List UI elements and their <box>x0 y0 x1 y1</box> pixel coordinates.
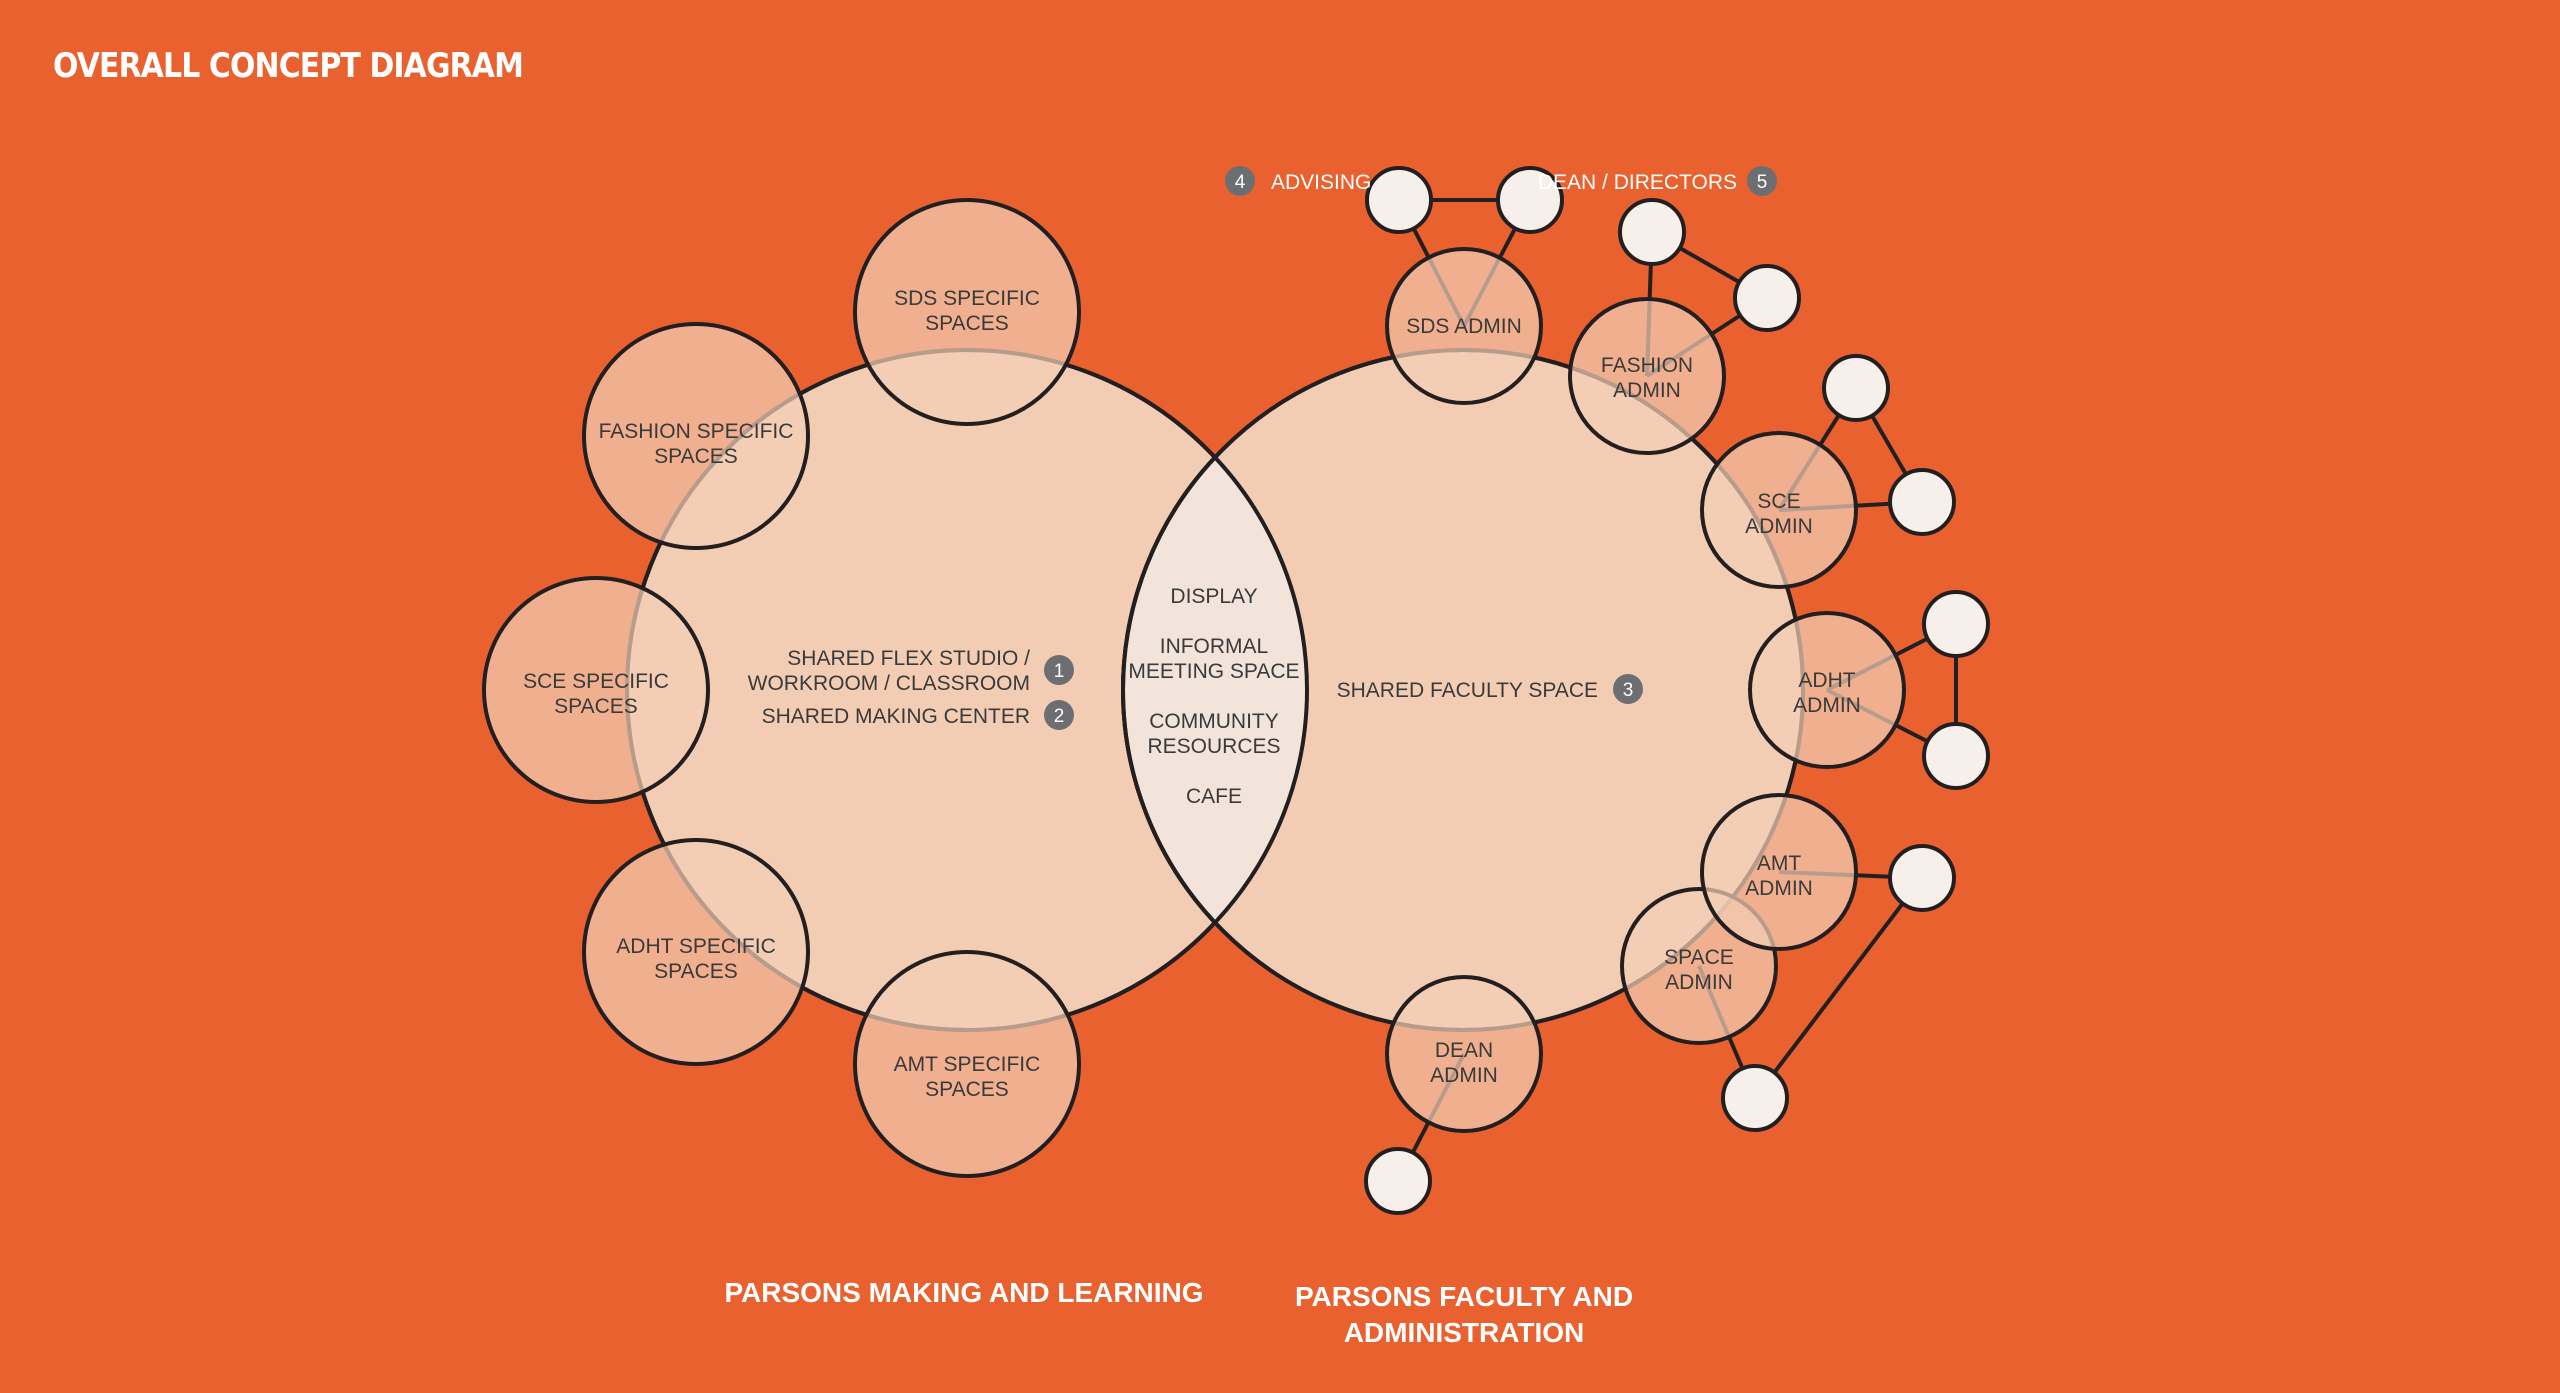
satellite-adht-specific: ADHT SPECIFIC SPACES <box>582 838 810 1066</box>
diagram-label: MEETING SPACE <box>1128 660 1299 683</box>
diagram-label: INFORMAL <box>1160 635 1269 658</box>
small-node <box>1922 722 1990 790</box>
diagram-label: SPACE <box>1664 946 1734 969</box>
connector-line <box>1753 876 1924 1100</box>
badge-number: 4 <box>1235 172 1246 193</box>
small-nodes <box>1364 166 1990 1215</box>
small-node <box>1733 264 1801 332</box>
making-items: SHARED FLEX STUDIO / WORKROOM / CLASSROO… <box>748 647 1074 730</box>
diagram-label: ADMIN <box>1745 515 1813 538</box>
badge-number: 2 <box>1054 706 1065 727</box>
callout-label: ADVISING <box>1271 171 1371 194</box>
diagram-label: SDS ADMIN <box>1406 315 1522 338</box>
diagram-label: SPACES <box>654 960 738 983</box>
diagram-label: SPACES <box>925 1078 1009 1101</box>
diagram-label: SPACES <box>554 695 638 718</box>
small-node <box>1888 844 1956 912</box>
badge-number: 3 <box>1623 680 1634 701</box>
small-node <box>1822 354 1890 422</box>
diagram-label: AMT SPECIFIC <box>894 1053 1041 1076</box>
diagram-label: ADMIN <box>1430 1064 1498 1087</box>
callout-dean-directors: DEAN / DIRECTORS 5 <box>1538 166 1777 196</box>
faculty-items: SHARED FACULTY SPACE 3 <box>1337 674 1643 704</box>
diagram-label: ADHT SPECIFIC <box>616 935 775 958</box>
diagram-label: SPACES <box>925 312 1009 335</box>
overlap-items: DISPLAY INFORMAL MEETING SPACE COMMUNITY… <box>1128 585 1299 808</box>
small-node <box>1365 166 1433 234</box>
badge-number: 1 <box>1054 661 1065 682</box>
small-node <box>1721 1064 1789 1132</box>
diagram-label: DEAN <box>1435 1039 1493 1062</box>
callout-label: DEAN / DIRECTORS <box>1538 171 1737 194</box>
satellite-fashion-specific: FASHION SPECIFIC SPACES <box>582 322 810 550</box>
diagram-label: DISPLAY <box>1170 585 1257 608</box>
satellite-fashion-admin: FASHION ADMIN <box>1568 297 1726 455</box>
diagram-label: SHARED MAKING CENTER <box>762 705 1030 728</box>
caption-faculty-admin-line2: ADMINISTRATION <box>1344 1317 1585 1348</box>
satellite-sce-admin: SCE ADMIN <box>1700 431 1858 589</box>
small-node <box>1888 468 1956 536</box>
badge-5 <box>1747 166 1777 196</box>
satellite-amt-specific: AMT SPECIFIC SPACES <box>853 950 1081 1178</box>
small-node <box>1364 1147 1432 1215</box>
diagram-label: SPACES <box>654 445 738 468</box>
small-node <box>1496 166 1564 234</box>
callout-advising: 4 ADVISING <box>1225 166 1371 196</box>
small-node <box>1922 590 1990 658</box>
diagram-label: SCE SPECIFIC <box>523 670 669 693</box>
diagram-label: FASHION SPECIFIC <box>599 420 794 443</box>
small-node <box>1618 198 1686 266</box>
diagram-label: COMMUNITY <box>1149 710 1279 733</box>
diagram-label: ADMIN <box>1613 379 1681 402</box>
caption-faculty-admin-line1: PARSONS FACULTY AND <box>1295 1281 1633 1312</box>
badge-2 <box>1044 700 1074 730</box>
diagram-label: ADMIN <box>1745 877 1813 900</box>
diagram-label: ADHT <box>1798 669 1855 692</box>
diagram-label: RESOURCES <box>1147 735 1280 758</box>
diagram-label: SDS SPECIFIC <box>894 287 1040 310</box>
diagram-label: SHARED FLEX STUDIO / <box>787 647 1030 670</box>
satellite-sds-specific: SDS SPECIFIC SPACES <box>853 198 1081 426</box>
diagram-label: ADMIN <box>1665 971 1733 994</box>
diagram-label: SCE <box>1757 490 1800 513</box>
page-title: OVERALL CONCEPT DIAGRAM <box>53 46 524 86</box>
satellite-adht-admin: ADHT ADMIN <box>1748 611 1906 769</box>
satellite-dean-admin: DEAN ADMIN <box>1385 975 1543 1133</box>
diagram-label: FASHION <box>1601 354 1693 377</box>
badge-3 <box>1613 674 1643 704</box>
satellite-sds-admin: SDS ADMIN <box>1385 247 1543 405</box>
caption-making-learning: PARSONS MAKING AND LEARNING <box>724 1277 1203 1308</box>
diagram-label: AMT <box>1757 852 1802 875</box>
diagram-label: ADMIN <box>1793 694 1861 717</box>
diagram-label: CAFE <box>1186 785 1242 808</box>
badge-number: 5 <box>1757 172 1768 193</box>
diagram-label: WORKROOM / CLASSROOM <box>748 672 1030 695</box>
satellite-sce-specific: SCE SPECIFIC SPACES <box>482 576 710 804</box>
badge-1 <box>1044 655 1074 685</box>
satellite-amt-admin: AMT ADMIN <box>1700 793 1858 951</box>
badge-4 <box>1225 166 1255 196</box>
diagram-label: SHARED FACULTY SPACE <box>1337 679 1598 702</box>
